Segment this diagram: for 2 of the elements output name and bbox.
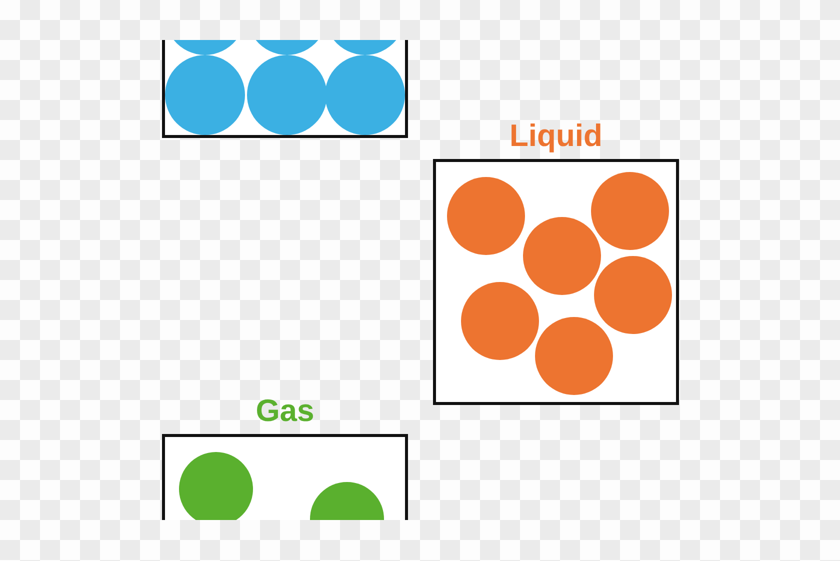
state-heading: Gas [256,395,314,426]
state-heading: Liquid [510,120,602,151]
